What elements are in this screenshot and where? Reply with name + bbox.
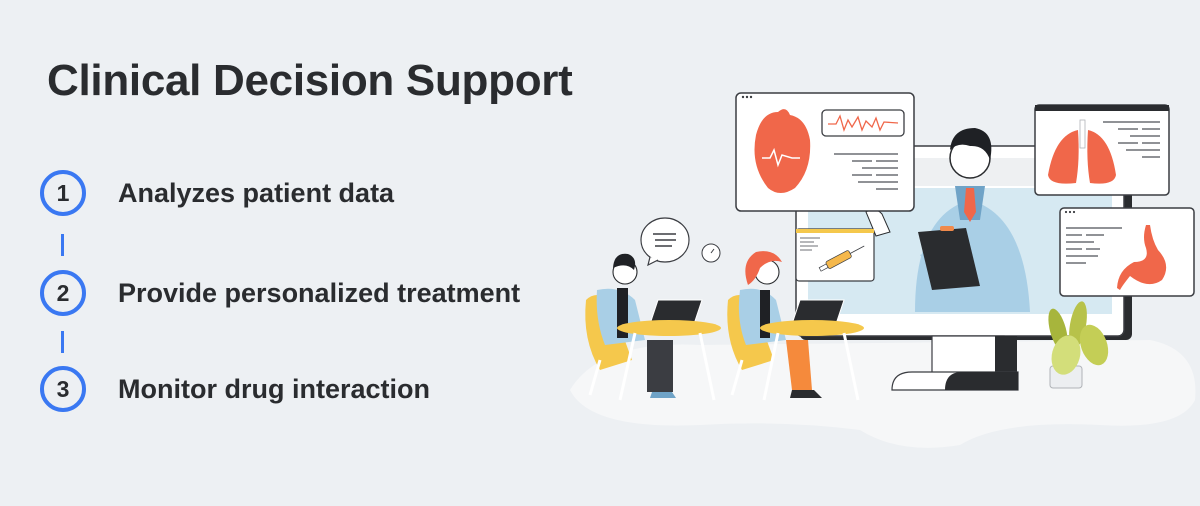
doctor-icon [865,128,1030,312]
lungs-card [1034,104,1170,196]
step-label: Provide personalized treatment [118,277,521,308]
plant-icon [1048,301,1109,389]
desk-left [588,320,721,401]
step-connector [61,234,64,256]
step-label: Analyzes patient data [118,177,395,208]
lungs-icon [1048,130,1116,184]
step-number-badge: 2 [40,270,86,316]
step-2: 2 Provide personalized treatment [40,270,520,316]
step-number-badge: 1 [40,170,86,216]
speech-bubble-icon [640,217,690,267]
heart-card [735,92,915,212]
syringe-icon [818,245,865,272]
floor-shape [570,340,1196,448]
page-title: Clinical Decision Support [47,56,573,105]
clinical-illustration [570,92,1196,448]
heart-icon [754,109,811,193]
stomach-card [1059,207,1195,297]
step-number-badge: 3 [40,366,86,412]
stomach-icon [1117,225,1167,290]
step-label: Monitor drug interaction [118,373,430,404]
step-connector [61,331,64,353]
syringe-card [795,228,875,282]
desk-right [730,320,864,401]
clock-icon [701,243,721,263]
step-1: 1 Analyzes patient data [40,170,394,216]
step-3: 3 Monitor drug interaction [40,366,430,412]
ecg-waveform [828,114,899,133]
